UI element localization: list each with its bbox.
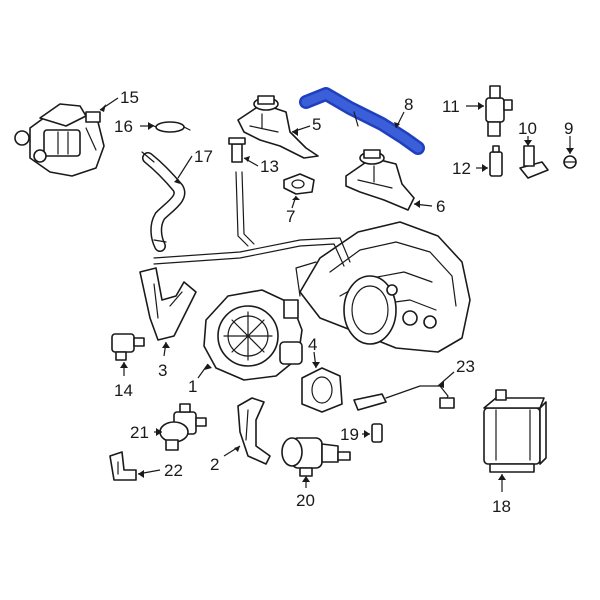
part-4-coupling[interactable] (301, 367, 343, 413)
callout-10: 10 (518, 119, 537, 138)
callout-15: 15 (120, 88, 139, 107)
part-12-connector[interactable] (489, 145, 503, 177)
callout-7: 7 (286, 207, 295, 226)
part-5-valve[interactable] (237, 95, 319, 159)
leader-arrowheads (100, 102, 574, 482)
callout-1: 1 (188, 377, 197, 396)
part-15-valve-assembly[interactable] (14, 103, 105, 177)
part-8-tube-fill (301, 89, 423, 153)
callout-6: 6 (436, 197, 445, 216)
part-9-sensor[interactable] (563, 155, 577, 169)
callout-20: 20 (296, 491, 315, 510)
callout-13: 13 (260, 157, 279, 176)
callout-2: 2 (210, 455, 219, 474)
engine-intake-manifold (295, 221, 471, 353)
callout-14: 14 (114, 381, 133, 400)
part-10-tee-fitting[interactable] (519, 145, 549, 179)
part-21-solenoid[interactable] (159, 403, 207, 451)
part-7-gasket[interactable] (283, 173, 315, 195)
part-13-fitting[interactable] (228, 137, 246, 163)
callout-3: 3 (158, 361, 167, 380)
part-17-hose[interactable] (141, 151, 186, 252)
part-2-bracket[interactable] (237, 397, 271, 465)
callout-12: 12 (452, 159, 471, 178)
callout-9: 9 (564, 119, 573, 138)
callout-5: 5 (312, 115, 321, 134)
part-3-heat-shield[interactable] (139, 267, 197, 341)
callout-17: 17 (194, 147, 213, 166)
callout-4: 4 (308, 335, 317, 354)
part-18-vapor-canister[interactable] (483, 389, 547, 473)
callout-21: 21 (130, 423, 149, 442)
part-11-sensor[interactable] (485, 85, 513, 137)
callout-8: 8 (404, 95, 413, 114)
part-8-air-tube[interactable] (299, 87, 425, 155)
callout-11: 11 (442, 97, 460, 116)
callout-23: 23 (456, 357, 475, 376)
callout-18: 18 (492, 497, 511, 516)
vacuum-lines (153, 171, 351, 267)
callout-16: 16 (114, 117, 133, 136)
part-6-valve[interactable] (345, 149, 415, 211)
part-23-sensor[interactable] (353, 385, 455, 411)
part-20-vacuum-regulator[interactable] (281, 437, 351, 477)
callout-19: 19 (340, 425, 359, 444)
part-16-clamp[interactable] (149, 121, 191, 133)
part-22-mounting-bracket[interactable] (109, 451, 137, 481)
part-19-hose[interactable] (371, 423, 383, 443)
callout-22: 22 (164, 461, 183, 480)
part-1-air-pump[interactable] (203, 289, 303, 381)
part-14-valve[interactable] (111, 333, 145, 361)
